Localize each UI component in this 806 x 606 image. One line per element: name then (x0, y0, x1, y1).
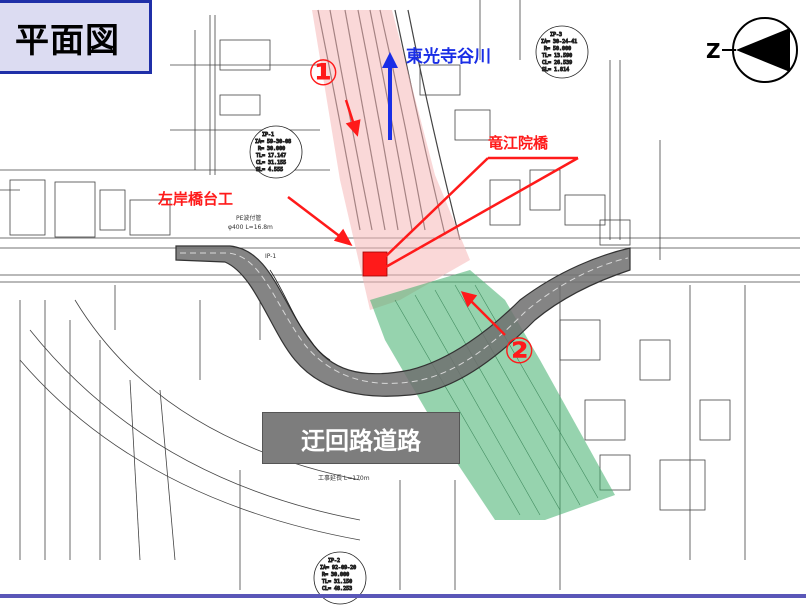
bottom-rule (0, 594, 806, 598)
svg-text:IP-2: IP-2 (328, 558, 340, 564)
svg-text:SL= 1.814: SL= 1.814 (542, 67, 569, 73)
svg-text:IA= 92-09-20: IA= 92-09-20 (320, 565, 356, 571)
pipe-label: PE波付管 (236, 214, 261, 222)
circle-two-label: ② (504, 331, 535, 372)
svg-text:SL= 4.555: SL= 4.555 (256, 167, 283, 173)
svg-text:Z: Z (706, 39, 721, 63)
ip1-marker-label: IP-1 (265, 253, 276, 260)
svg-text:R= 30.000: R= 30.000 (322, 572, 349, 578)
ip1-line0: IP-1 (262, 132, 274, 138)
detour-road (175, 245, 631, 397)
svg-text:IA= 30-24-41: IA= 30-24-41 (541, 39, 577, 45)
svg-text:TL= 13.590: TL= 13.590 (542, 53, 572, 59)
svg-text:CL= 31.155: CL= 31.155 (256, 160, 286, 166)
circle-one-label: ① (308, 53, 339, 94)
svg-text:CL= 26.539: CL= 26.539 (542, 60, 572, 66)
ip1-circle: IP-1 IA= 59-30-08 R= 30.000 TL= 17.147 C… (249, 125, 303, 179)
river-band (312, 10, 470, 310)
detour-road-text: 迂回路道路 (301, 426, 421, 455)
svg-text:IA= 59-30-08: IA= 59-30-08 (255, 139, 291, 145)
river-label: 東光寺谷川 (406, 47, 491, 67)
svg-text:CL= 48.253: CL= 48.253 (322, 586, 352, 592)
pipe-size-label: φ400 L=16.8m (228, 224, 273, 231)
svg-text:IP-3: IP-3 (550, 32, 562, 38)
page-title: 平面図 (15, 20, 120, 61)
red-arrows (287, 99, 579, 336)
svg-text:R= 50.000: R= 50.000 (544, 46, 571, 52)
abutment-label: 左岸橋台工 (158, 190, 234, 208)
title-box: 平面図 (0, 0, 152, 74)
bridge-label: 竜江院橋 (488, 134, 549, 152)
ip3-circle: IP-3 IA= 30-24-41 R= 50.000 TL= 13.590 C… (535, 25, 589, 79)
river-arrow (382, 52, 398, 140)
svg-text:TL= 31.150: TL= 31.150 (322, 579, 352, 585)
svg-text:TL= 17.147: TL= 17.147 (256, 153, 286, 159)
green-band (370, 270, 615, 520)
abutment-marker (362, 251, 388, 277)
ip2-circle: IP-2 IA= 92-09-20 R= 30.000 TL= 31.150 C… (313, 551, 367, 605)
work-length-label: 工事延長 L=170m (318, 474, 370, 482)
svg-text:R= 30.000: R= 30.000 (258, 146, 285, 152)
detour-road-label: 迂回路道路 (262, 412, 460, 464)
north-symbol: Z (706, 17, 798, 83)
